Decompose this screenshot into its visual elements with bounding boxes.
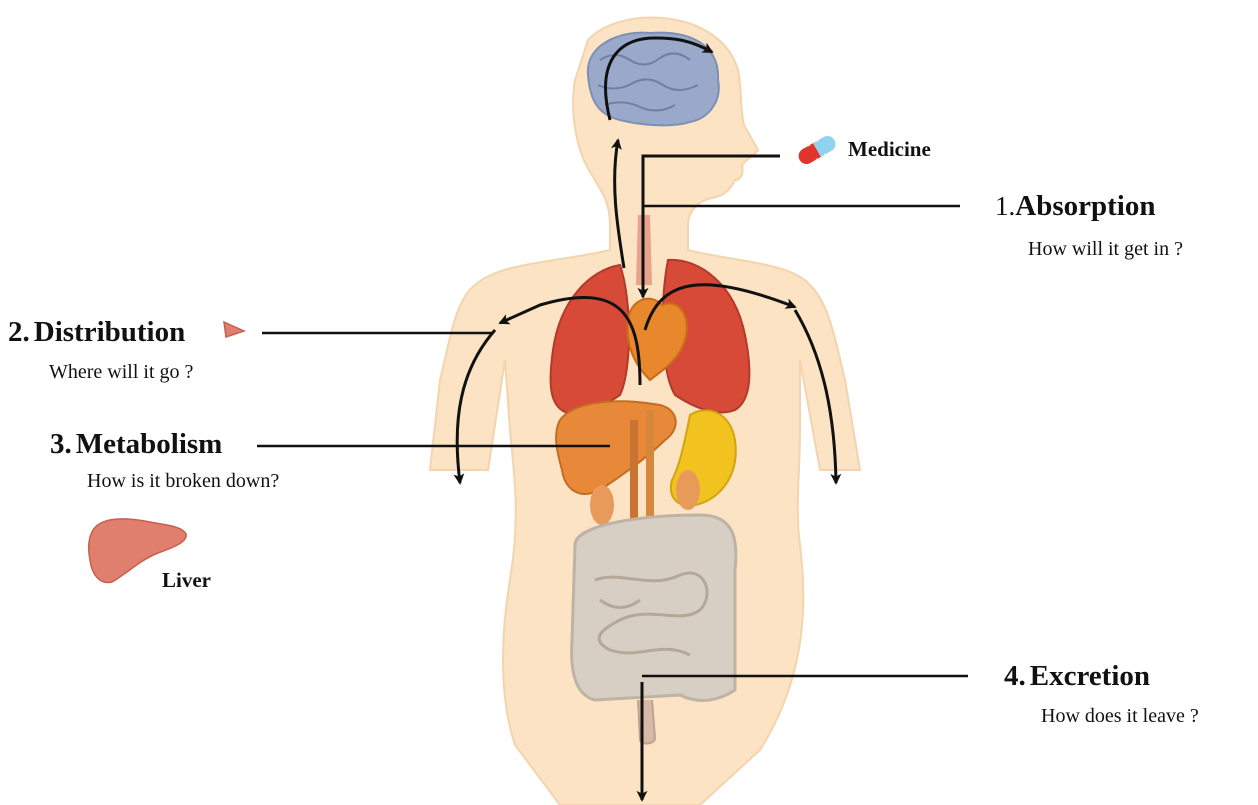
medicine-label: Medicine [848, 137, 931, 162]
metabolism-title: Metabolism [76, 428, 223, 460]
absorption-question: How will it get in ? [1028, 238, 1183, 261]
metabolism-number: 3. [50, 428, 72, 460]
small-organ-icon [224, 322, 244, 337]
excretion-question: How does it leave ? [1041, 705, 1199, 728]
metabolism-heading: 3. Metabolism [50, 428, 222, 461]
absorption-title: Absorption [1015, 190, 1155, 222]
absorption-heading: 1.Absorption [995, 190, 1155, 223]
excretion-title: Excretion [1030, 660, 1150, 692]
metabolism-question: How is it broken down? [87, 470, 279, 493]
pill-icon [796, 133, 839, 167]
distribution-heading: 2. Distribution [8, 316, 185, 349]
distribution-title: Distribution [34, 316, 185, 348]
absorption-number: 1. [995, 191, 1015, 221]
distribution-number: 2. [8, 316, 30, 348]
liver-label: Liver [162, 568, 211, 593]
distribution-question: Where will it go ? [49, 361, 193, 384]
excretion-number: 4. [1004, 660, 1026, 692]
excretion-heading: 4. Excretion [1004, 660, 1150, 693]
